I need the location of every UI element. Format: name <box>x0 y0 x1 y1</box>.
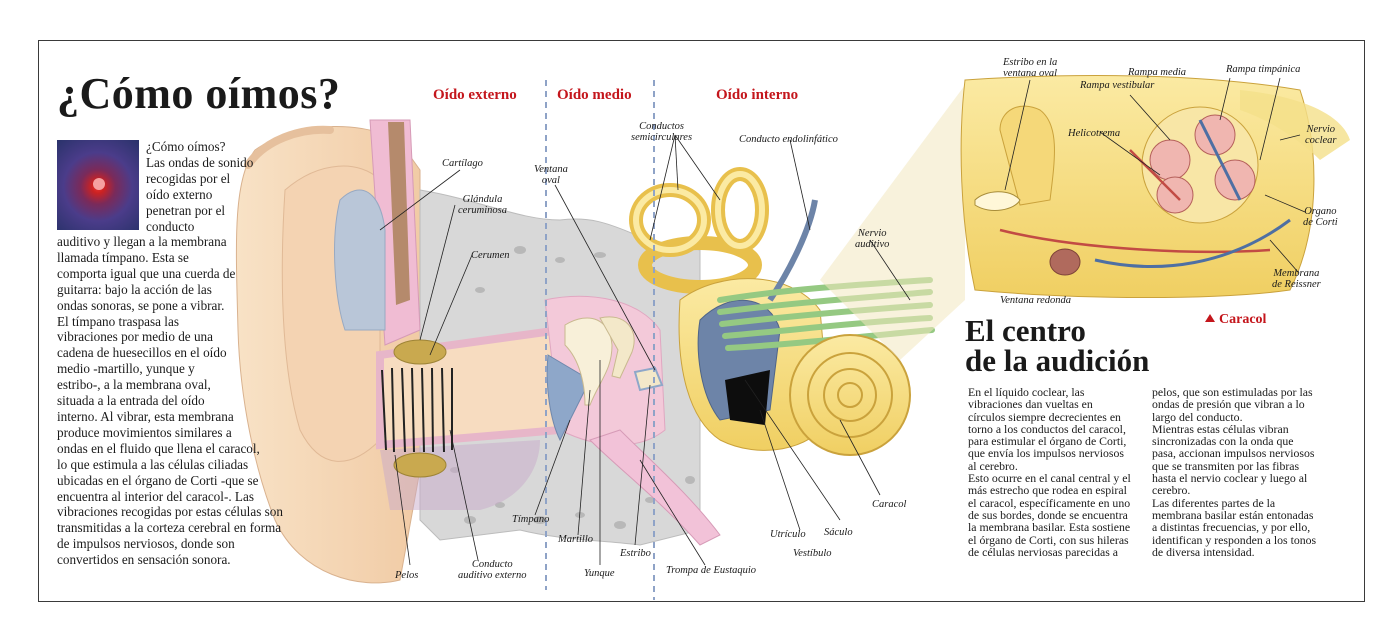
hairs <box>381 367 453 453</box>
label-nervio-auditivo: Nervio auditivo <box>855 228 890 250</box>
vestibule-dark <box>725 370 770 425</box>
cartilage-brown <box>388 122 410 305</box>
label-pelos: Pelos <box>395 570 419 581</box>
label-nervio-coclear: Nervio coclear <box>1305 124 1337 146</box>
label-saculo: Sáculo <box>824 527 853 538</box>
detail-heading: El centro de la audición <box>965 313 1150 378</box>
intro-text-body: auditivo y llegan a la membrana llamada … <box>57 234 283 568</box>
label-helicotrema: Helicotrema <box>1068 128 1121 139</box>
label-ventana-oval: Ventana oval <box>534 164 568 186</box>
tympanum <box>546 354 591 442</box>
label-ventana-redonda: Ventana redonda <box>1000 295 1072 306</box>
label-cerumen: Cerumen <box>471 250 510 261</box>
label-yunque: Yunque <box>584 568 615 579</box>
cerumen-lower <box>393 452 447 478</box>
label-estribo: Estribo <box>620 548 651 559</box>
intro-text-top: ¿Cómo oímos? Las ondas de sonido recogid… <box>146 139 254 234</box>
detail-body-column-2: pelos, que son estimuladas por las ondas… <box>1152 385 1317 559</box>
label-timpano: Tímpano <box>512 514 550 525</box>
label-caracol: Caracol <box>872 499 907 510</box>
label-estribo-ventana-oval: Estribo en la ventana oval <box>1003 57 1058 79</box>
label-rampa-timpanica: Rampa timpánica <box>1226 64 1301 75</box>
triangle-up-icon <box>1205 314 1215 322</box>
label-membrana-reissner: Membrana de Reissner <box>1272 268 1321 290</box>
section-dividers <box>545 80 655 600</box>
leader-lines <box>379 77 1306 566</box>
caracol-caption-text: Caracol <box>1219 312 1267 327</box>
label-rampa-media: Rampa media <box>1128 67 1187 78</box>
section-label-middle: Oído medio <box>557 87 632 103</box>
section-label-external: Oído externo <box>433 87 517 103</box>
ossicle-incus <box>599 316 635 379</box>
label-rampa-vestibular: Rampa vestibular <box>1080 80 1155 91</box>
label-vestibulo: Vestíbulo <box>793 548 832 559</box>
auricle-helix <box>244 125 334 169</box>
label-conductos-semicirculares: Conductos semicirculares <box>631 121 693 143</box>
label-glandula: Glándula ceruminosa <box>458 194 507 216</box>
label-conducto-auditivo: Conducto auditivo externo <box>458 559 527 581</box>
endolymphatic-duct <box>767 199 818 302</box>
ear-thumbnail-image <box>57 140 139 230</box>
label-trompa-eustaquio: Trompa de Eustaquio <box>666 565 757 576</box>
detail-zoom-cone <box>820 85 965 360</box>
cochlea-cross-section <box>960 75 1350 298</box>
caracol-caption: Caracol <box>1205 312 1266 328</box>
detail-body-column-1: En el líquido coclear, las vibraciones d… <box>968 385 1131 559</box>
semicircular-canals-inner <box>633 171 765 253</box>
label-utriculo: Utrículo <box>770 529 806 540</box>
label-martillo: Martillo <box>558 534 594 545</box>
ossicle-stapes <box>633 366 664 392</box>
label-organo-corti: Organo de Corti <box>1303 206 1338 228</box>
cochlea <box>789 334 911 456</box>
label-cartilago: Cartílago <box>442 158 483 169</box>
section-label-internal: Oído interno <box>716 87 799 103</box>
page-title: ¿Cómo oímos? <box>57 69 341 118</box>
label-conducto-endolinfatico: Conducto endolinfático <box>739 134 838 145</box>
gland-blue-upper <box>334 189 386 331</box>
cerumen-upper <box>393 339 447 365</box>
